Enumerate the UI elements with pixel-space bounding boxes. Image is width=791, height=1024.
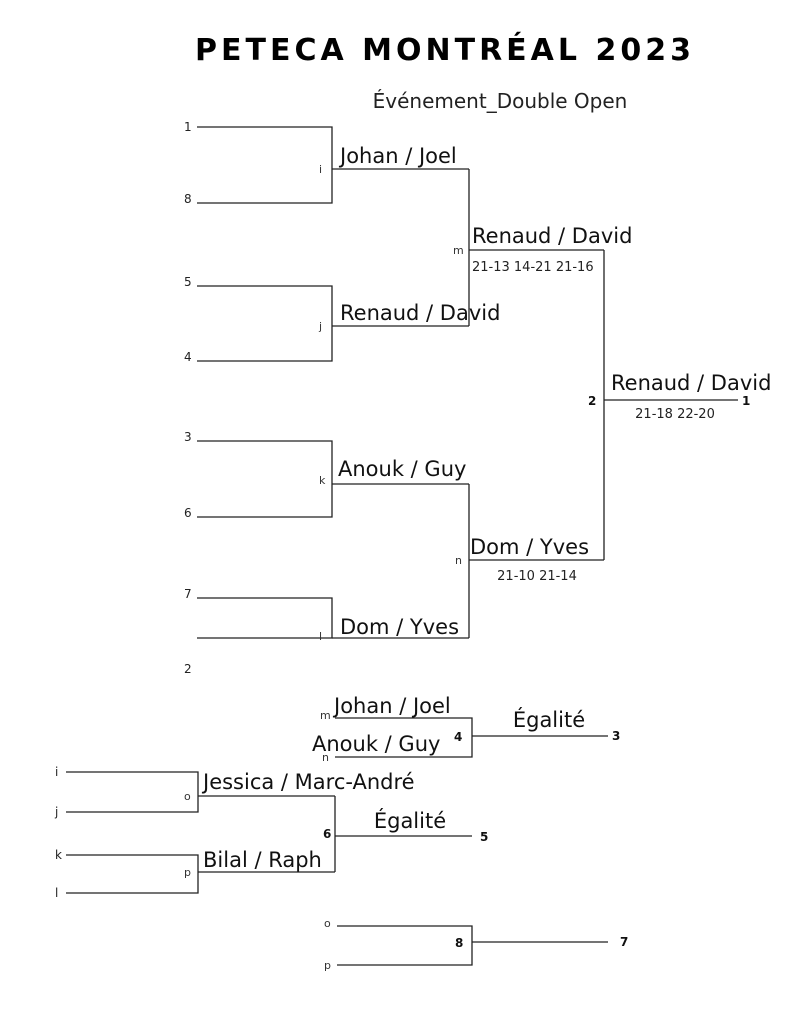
- match-ref: j: [54, 805, 58, 819]
- match-ref: o: [324, 917, 331, 930]
- fifth-place-match: 6 Égalité 5: [323, 808, 488, 844]
- team-name: Renaud / David: [611, 371, 771, 395]
- match-id: i: [319, 163, 322, 176]
- team-name: Bilal / Raph: [203, 848, 322, 872]
- placement-bracket-lines: [66, 717, 608, 966]
- team-name: Anouk / Guy: [338, 457, 466, 481]
- match-score: 21-10 21-14: [497, 569, 577, 584]
- placement-label: 5: [480, 830, 488, 844]
- quarterfinals: i Johan / Joel j Renaud / David k Anouk …: [318, 144, 500, 643]
- match-id: 2: [588, 394, 596, 408]
- page-title: PETECA MONTRÉAL 2023: [195, 32, 695, 68]
- match-ref: k: [55, 848, 62, 862]
- seed-label: 1: [184, 120, 192, 134]
- match-ref: l: [55, 886, 58, 900]
- placement-label: 7: [620, 935, 628, 949]
- team-name: Anouk / Guy: [312, 732, 440, 756]
- semifinals: m Renaud / David 21-13 14-21 21-16 n Dom…: [453, 224, 632, 584]
- match-id: p: [184, 866, 191, 879]
- event-title: Événement_Double Open: [373, 89, 628, 113]
- match-ref: i: [55, 765, 58, 779]
- match-id: 4: [454, 730, 462, 744]
- match-id: 8: [455, 936, 463, 950]
- match-score: 21-13 14-21 21-16: [472, 260, 594, 275]
- match-id: l: [319, 630, 322, 643]
- match-id: m: [453, 244, 464, 257]
- match-result: Égalité: [513, 707, 585, 732]
- seed-label: 2: [184, 662, 192, 676]
- seed-label: 4: [184, 350, 192, 364]
- third-place-match: m Johan / Joel n Anouk / Guy 4 Égalité 3: [312, 694, 620, 764]
- match-id: n: [455, 554, 462, 567]
- seed-labels: 1 8 5 4 3 6 7 2: [184, 120, 192, 676]
- seed-label: 7: [184, 587, 192, 601]
- match-score: 21-18 22-20: [635, 407, 715, 422]
- seed-label: 8: [184, 192, 192, 206]
- match-id: k: [319, 474, 326, 487]
- seventh-place-match: o p 8 7: [324, 917, 628, 972]
- match-id: o: [184, 790, 191, 803]
- placement-label: 1: [742, 394, 750, 408]
- team-name: Dom / Yves: [340, 615, 459, 639]
- team-name: Renaud / David: [340, 301, 500, 325]
- team-name: Jessica / Marc-André: [201, 770, 415, 794]
- team-name: Renaud / David: [472, 224, 632, 248]
- match-id: 6: [323, 827, 331, 841]
- team-name: Johan / Joel: [338, 144, 457, 168]
- match-result: Égalité: [374, 808, 446, 833]
- match-ref: p: [324, 959, 331, 972]
- placement-label: 3: [612, 729, 620, 743]
- team-name: Johan / Joel: [332, 694, 451, 718]
- match-ref: n: [322, 751, 329, 764]
- seed-label: 3: [184, 430, 192, 444]
- team-name: Dom / Yves: [470, 535, 589, 559]
- seed-label: 5: [184, 275, 192, 289]
- match-ref: m: [320, 709, 331, 722]
- match-id: j: [318, 320, 322, 333]
- main-bracket-lines: [197, 126, 738, 639]
- seed-label: 6: [184, 506, 192, 520]
- final: 2 Renaud / David 21-18 22-20 1: [588, 371, 771, 422]
- consolation-semis: i j o Jessica / Marc-André k l p Bilal /…: [54, 765, 415, 900]
